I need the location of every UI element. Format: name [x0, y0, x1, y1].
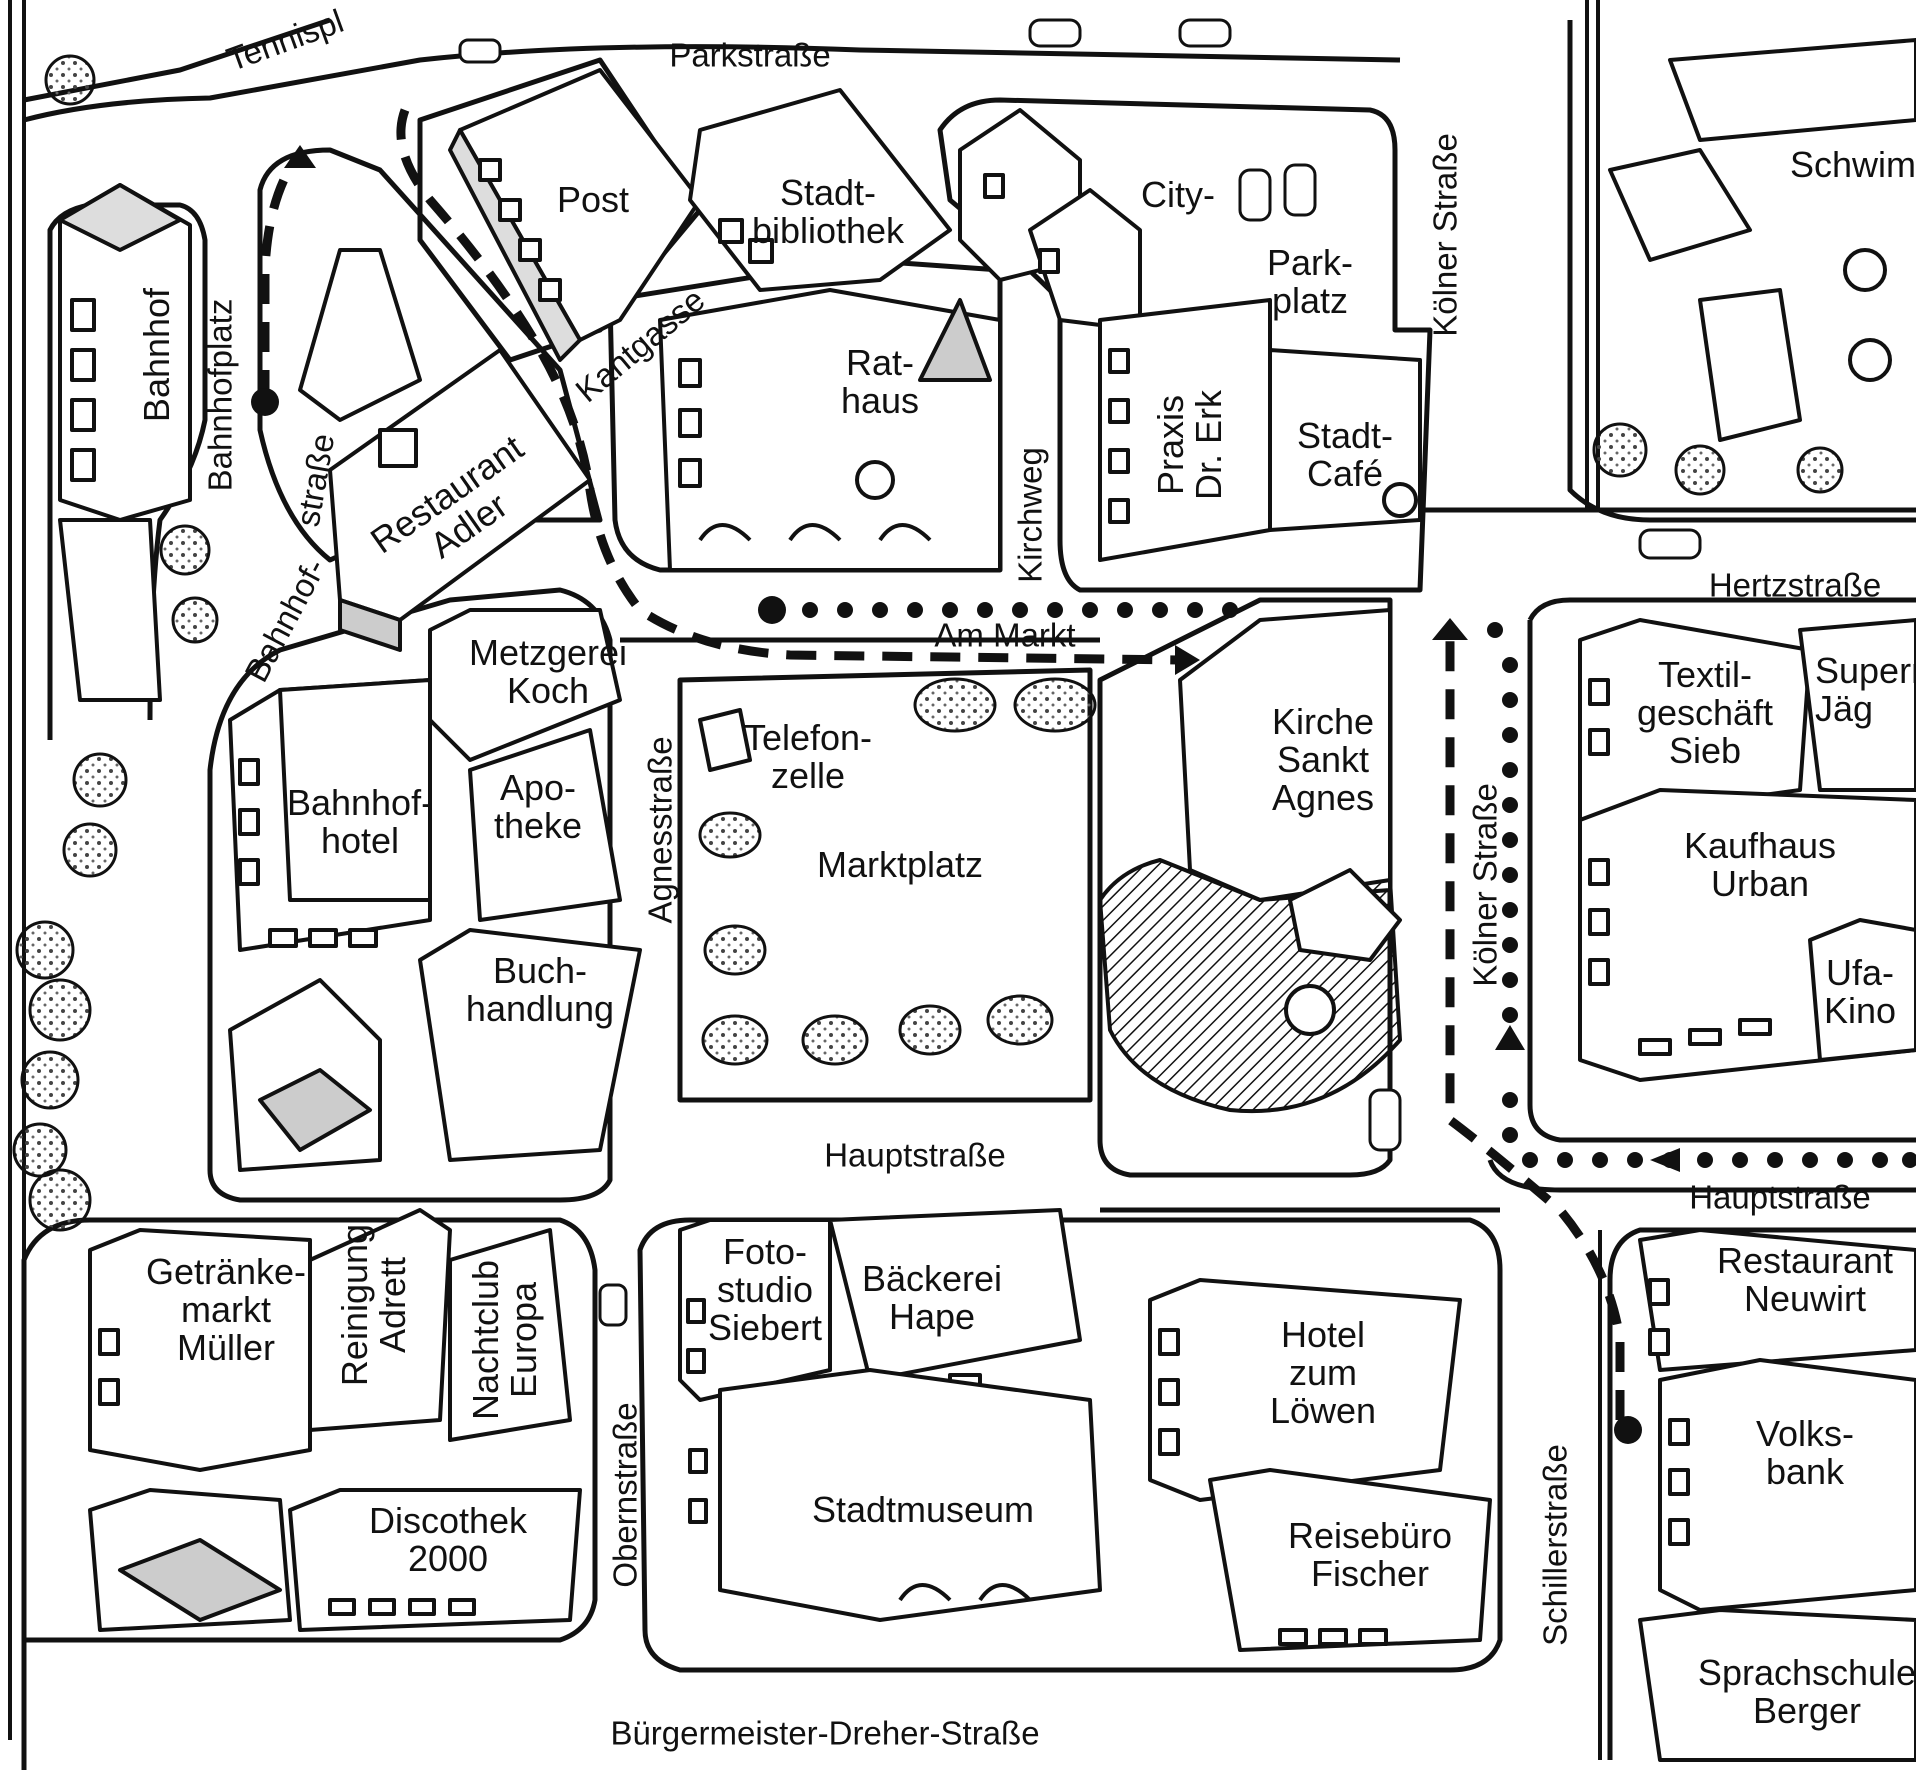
- building-bahnhof: [58, 183, 192, 702]
- place-label-volksbank: Volks- bank: [1755, 1413, 1855, 1492]
- street-label-obernstrasse: Obernstraße: [606, 1402, 644, 1588]
- place-label-sprachschule: Sprachschule Berger: [1697, 1652, 1916, 1731]
- building-kirche: [1098, 608, 1402, 1114]
- street-label-parkstrasse: Parkstraße: [669, 36, 831, 74]
- street-label-koelner-strasse-south: Kölner Straße: [1466, 783, 1504, 987]
- building-reinigung: [308, 1208, 452, 1432]
- route-dashed-endpoints: [251, 388, 1642, 1444]
- building-hotel-loewen: [1148, 1278, 1462, 1502]
- place-label-kirche: Kirche Sankt Agnes: [1271, 701, 1375, 818]
- street-label-agnesstrasse: Agnesstraße: [641, 736, 679, 924]
- building-volksbank: [1658, 1358, 1916, 1612]
- place-label-supermarkt: Superm Jäg: [1815, 650, 1916, 729]
- place-label-textil: Textil- geschäft Sieb: [1636, 654, 1774, 771]
- building-buchhandlung: [418, 928, 642, 1162]
- trees: [12, 54, 1844, 1232]
- route-dashed-arrows: [284, 145, 1468, 675]
- building-textil: [1578, 618, 1812, 822]
- building-city-houses: [958, 108, 1142, 332]
- place-label-rathaus: Rat- haus: [840, 342, 920, 421]
- route-dotted: [758, 596, 1916, 1172]
- buildings: [58, 38, 1916, 1762]
- building-bahnhofhotel: [228, 678, 432, 952]
- place-label-baeckerei: Bäckerei Hape: [861, 1258, 1003, 1337]
- street-label-am-markt: Am Markt: [934, 616, 1076, 654]
- building-nachtclub: [448, 1228, 572, 1442]
- building-reisebuero: [1208, 1468, 1492, 1652]
- building-getraenkemarkt: [88, 1228, 312, 1472]
- street-label-hertzstrasse: Hertzstraße: [1708, 566, 1882, 604]
- building-restaurant-neuwirt: [1638, 1228, 1916, 1372]
- place-label-metzgerei: Metzgerei Koch: [468, 632, 628, 711]
- street-label-hauptstrasse-west: Hauptstraße: [824, 1136, 1006, 1174]
- building-ufa-kino: [1808, 918, 1916, 1062]
- place-label-getraenkemarkt: Getränke- markt Müller: [145, 1251, 307, 1368]
- building-stadtcafe: [1268, 348, 1422, 532]
- place-label-praxis: Praxis Dr. Erk: [1150, 389, 1229, 501]
- place-label-restaurant-neuwirt: Restaurant Neuwirt: [1716, 1240, 1894, 1319]
- place-label-bahnhof: Bahnhof: [136, 287, 177, 423]
- place-label-discothek: Discothek 2000: [368, 1500, 528, 1579]
- place-label-marktplatz: Marktplatz: [816, 844, 984, 885]
- cars: [458, 18, 1702, 1327]
- place-label-schwimmbad: Schwim: [1790, 144, 1916, 185]
- building-schwimmbad: [1608, 38, 1916, 442]
- building-telefonzelle: [698, 708, 752, 772]
- place-label-telefonzelle: Telefon- zelle: [743, 717, 873, 796]
- place-label-nachtclub: Nachtclub Europa: [465, 1259, 544, 1421]
- place-label-city-parkplatz-2: Park- platz: [1266, 242, 1354, 321]
- building-apotheke: [468, 728, 622, 922]
- building-fotostudio: [678, 1218, 832, 1402]
- street-label-koelner-strasse-north: Kölner Straße: [1426, 133, 1464, 337]
- building-rathaus: [658, 288, 1002, 572]
- building-praxis: [1098, 298, 1272, 562]
- building-lower-left: [88, 1488, 292, 1632]
- building-restaurant-adler: [328, 348, 592, 652]
- street-label-schillerstrasse: Schillerstraße: [1536, 1444, 1574, 1646]
- street-label-buergermeister-dreher-strasse: Bürgermeister-Dreher-Straße: [610, 1714, 1040, 1752]
- street-label-bahnhofplatz: Bahnhofplatz: [201, 298, 239, 492]
- building-supermarkt: [1798, 618, 1916, 792]
- place-label-buchhandlung: Buch- handlung: [465, 950, 615, 1029]
- route-dashed: [260, 108, 1625, 1420]
- place-label-post: Post: [556, 179, 630, 220]
- place-label-bahnhofhotel: Bahnhof- hotel: [286, 782, 434, 861]
- street-label-kirchweg: Kirchweg: [1011, 447, 1049, 583]
- place-label-ufa-kino: Ufa- Kino: [1823, 952, 1897, 1031]
- place-label-reisebuero: Reisebüro Fischer: [1287, 1515, 1453, 1594]
- place-label-stadtbibliothek: Stadt- bibliothek: [751, 172, 905, 251]
- building-discothek: [288, 1488, 582, 1632]
- place-label-stadtcafe: Stadt- Café: [1296, 415, 1394, 494]
- building-sprachschule: [1638, 1608, 1916, 1762]
- building-stadtmuseum: [688, 1368, 1102, 1622]
- building-stadtbibliothek: [688, 88, 952, 292]
- building-post: [448, 68, 702, 362]
- street-label-hauptstrasse-east: Hauptstraße: [1689, 1178, 1871, 1216]
- place-label-city-parkplatz-1: City-: [1141, 174, 1215, 215]
- place-label-hotel-loewen: Hotel zum Löwen: [1269, 1314, 1377, 1431]
- place-label-kaufhaus: Kaufhaus Urban: [1683, 825, 1837, 904]
- place-label-apotheke: Apo- theke: [493, 767, 583, 846]
- place-label-fotostudio: Foto- studio Siebert: [707, 1231, 823, 1348]
- place-label-stadtmuseum: Stadtmuseum: [811, 1489, 1035, 1530]
- place-label-reinigung: Reinigung Adrett: [334, 1223, 413, 1387]
- building-small-house: [228, 978, 382, 1172]
